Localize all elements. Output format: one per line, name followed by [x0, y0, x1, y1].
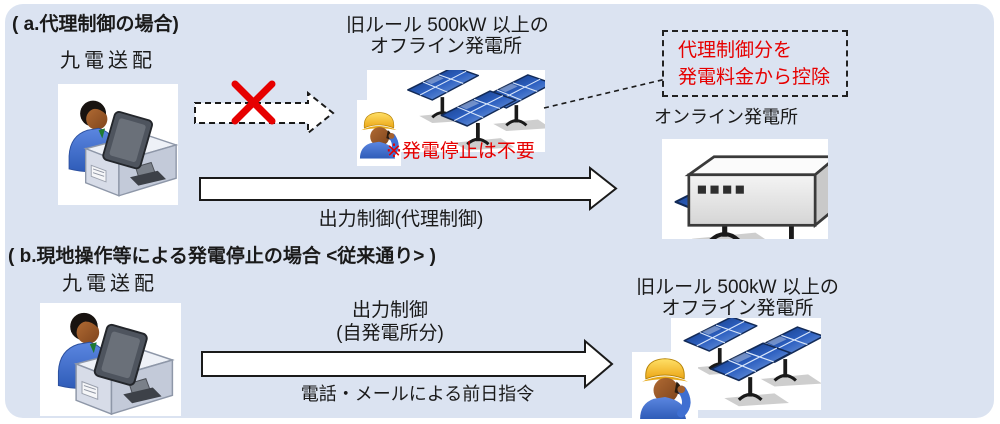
- section-a-arrow-label: 出力制御(代理制御): [318, 209, 484, 230]
- worker-with-helmet-illustration: [632, 352, 698, 419]
- solar-panels-with-control-device-illustration: [662, 139, 828, 239]
- arrow-label-line1: 出力制御: [351, 300, 428, 321]
- offline-plant-label-line1: 旧ルール 500kW 以上の: [346, 15, 549, 36]
- person-at-computer-illustration: [40, 303, 181, 416]
- outline-arrow-icon: [201, 338, 614, 390]
- worker-with-helmet-illustration: [357, 100, 401, 166]
- section-a-offline-plant-label: 旧ルール 500kW 以上の オフライン発電所: [346, 15, 549, 57]
- section-a-title: ( a.代理制御の場合): [12, 14, 179, 35]
- callout-line2: 発電料金から控除: [678, 67, 831, 88]
- offline-plant-label-line2: オフライン発電所: [369, 36, 522, 57]
- callout-line1: 代理制御分を: [678, 40, 793, 61]
- section-b-arrow-label: 出力制御 (自発電所分): [250, 299, 530, 345]
- arrow-label-line2: (自発電所分): [336, 323, 444, 344]
- outline-arrow-icon: [199, 166, 618, 212]
- red-x-icon: [231, 80, 276, 125]
- online-plant-label: オンライン発電所: [654, 107, 798, 127]
- offline-plant-label-line2: オフライン発電所: [661, 298, 814, 319]
- person-at-computer-illustration: [58, 84, 178, 205]
- section-a-operator-label: 九電送配: [60, 50, 156, 72]
- deduction-callout-box: 代理制御分を 発電料金から控除: [662, 30, 848, 97]
- section-b-arrow-sublabel: 電話・メールによる前日指令: [300, 384, 535, 404]
- section-b-title: ( b.現地操作等による発電停止の場合 <従来通り> ): [8, 246, 436, 267]
- section-b-operator-label: 九電送配: [62, 273, 158, 295]
- no-generation-stop-note: ※発電停止は不要: [386, 141, 535, 162]
- dashed-connector-line: [543, 78, 667, 109]
- offline-plant-label-line1: 旧ルール 500kW 以上の: [636, 277, 839, 298]
- section-b-offline-plant-label: 旧ルール 500kW 以上の オフライン発電所: [635, 277, 840, 319]
